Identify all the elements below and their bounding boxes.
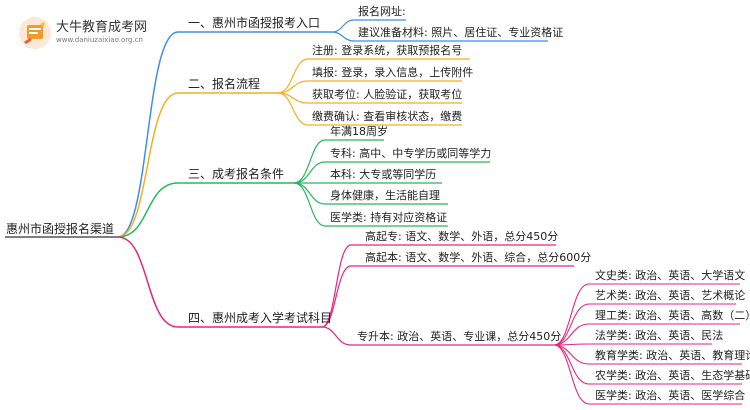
connector-b2-c4 (277, 92, 309, 126)
connector-b1-c2 (331, 31, 355, 42)
branch-2-item-4: 缴费确认: 查看审核状态，缴费 (312, 110, 463, 123)
connector-b3-c1 (293, 139, 326, 184)
connector-b1-c1 (331, 19, 355, 33)
branch-4-sub-2: 艺术类: 政治、英语、艺术概论 (595, 289, 746, 302)
branch-4-sub-4: 法学类: 政治、英语、民法 (595, 329, 724, 342)
branch-2-item-2: 填报: 登录，录入信息，上传附件 (312, 66, 474, 79)
branch-4-item-1: 高起专: 语文、数学、外语，总分450分 (365, 230, 559, 243)
connector-b3-c4 (293, 182, 326, 205)
branch-2-label: 二、报名流程 (188, 77, 261, 91)
branch-3-item-5: 医学类: 持有对应资格证 (330, 211, 448, 224)
branch-3-item-2: 专科: 高中、中专学历或同等学力 (330, 147, 492, 160)
connector-root-b1 (117, 31, 179, 238)
connector-b2-c1 (277, 58, 309, 94)
branch-4-sub-1: 文史类: 政治、英语、大学语文 (595, 269, 746, 282)
branch-1-label: 一、惠州市函授报考入口 (188, 16, 321, 30)
branch-4-label: 四、惠州成考入学考试科目 (188, 311, 333, 325)
connector-b4-c3-s3 (553, 323, 590, 346)
branch-3-label: 三、成考报名条件 (188, 167, 285, 181)
connector-root-b2 (117, 92, 179, 238)
branch-4-sub-5: 教育学类: 政治、英语、教育理论 (595, 349, 750, 362)
branch-4-item-2: 高起本: 语文、数学、外语、综合，总分600分 (365, 251, 592, 264)
branch-3-item-4: 身体健康，生活能自理 (330, 189, 440, 202)
connector-b4-c3-s7 (553, 344, 590, 405)
brand-url: www.daniuzaixiao.org.cn (56, 36, 143, 44)
branch-4-sub-6: 农学类: 政治、英语、生态学基础 (595, 369, 750, 382)
branch-2-item-1: 注册: 登录系统，获取预报名号 (312, 44, 463, 57)
branch-1-item-2: 建议准备材料: 照片、居住证、专业资格证 (358, 26, 564, 39)
connector-b4-c3 (321, 326, 352, 346)
connector-b3-c2 (293, 161, 326, 184)
branch-4-sub-3: 理工类: 政治、英语、高数（二） (595, 309, 750, 322)
connector-root-b3 (117, 182, 179, 238)
brand-logo: 大牛教育成考网 www.daniuzaixiao.org.cn (18, 14, 198, 54)
connector-root-b4 (117, 236, 179, 328)
branch-1-item-1: 报名网址: (358, 5, 406, 18)
branch-4-item-3: 专升本: 政治、英语、专业课，总分450分 (357, 330, 562, 343)
root-node: 惠州市函授报名渠道 (6, 222, 115, 236)
connector-b4-c3-s2 (553, 303, 590, 346)
branch-3-item-3: 本科: 大专或等同学历 (330, 168, 437, 181)
connector-b3-c5 (293, 182, 326, 227)
branch-4-sub-7: 医学类: 政治、英语、医学综合 (595, 389, 746, 402)
connector-b4-c3-s6 (553, 344, 590, 385)
pencil-card-icon (19, 17, 51, 49)
connector-b4-c2 (321, 265, 352, 328)
branch-2-item-3: 获取考位: 人脸验证，获取考位 (312, 88, 463, 101)
brand-name: 大牛教育成考网 (56, 20, 148, 35)
branch-3-item-1: 年满18周岁 (330, 125, 388, 138)
